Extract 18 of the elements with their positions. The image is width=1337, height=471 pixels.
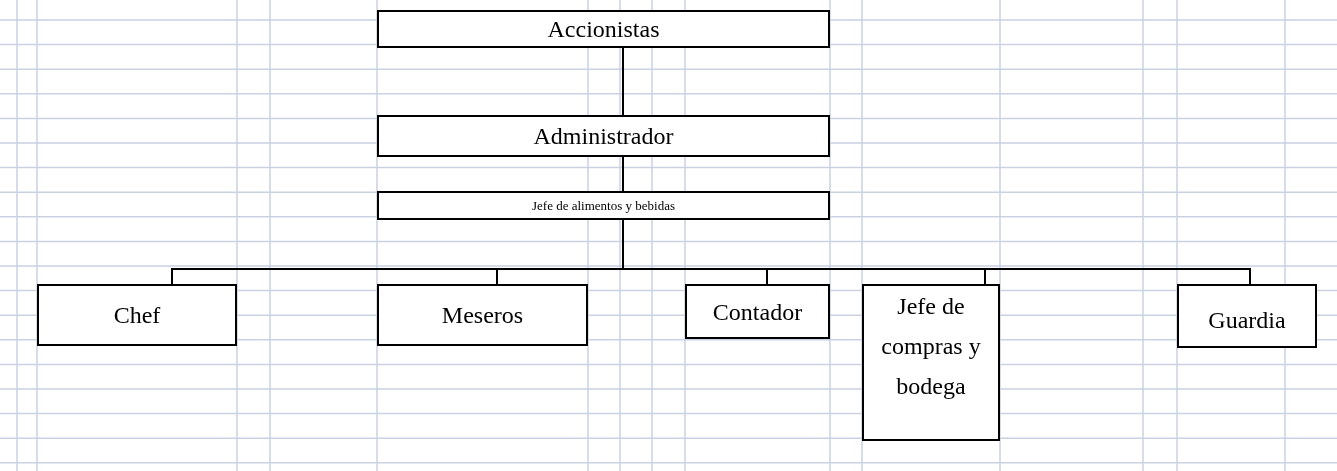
role-label: Jefe de alimentos y bebidas [532, 196, 675, 215]
role-label: Chef [113, 301, 161, 330]
org-box [1177, 284, 1317, 348]
org-box [862, 284, 1000, 441]
role-label: Administrador [533, 122, 674, 151]
org-box [377, 10, 830, 48]
org-box [685, 284, 830, 339]
connector-line [622, 47, 624, 116]
role-label: Accionistas [547, 15, 660, 44]
role-label: Guardia [1208, 306, 1286, 335]
org-box [377, 191, 830, 220]
role-label: Contador [712, 297, 803, 327]
org-box [37, 284, 237, 346]
org-box [377, 284, 588, 346]
org-box [377, 115, 830, 157]
connector-line [622, 156, 624, 192]
role-label: Meseros [441, 301, 524, 330]
role-label: Jefe de compras y bodega [880, 292, 982, 401]
